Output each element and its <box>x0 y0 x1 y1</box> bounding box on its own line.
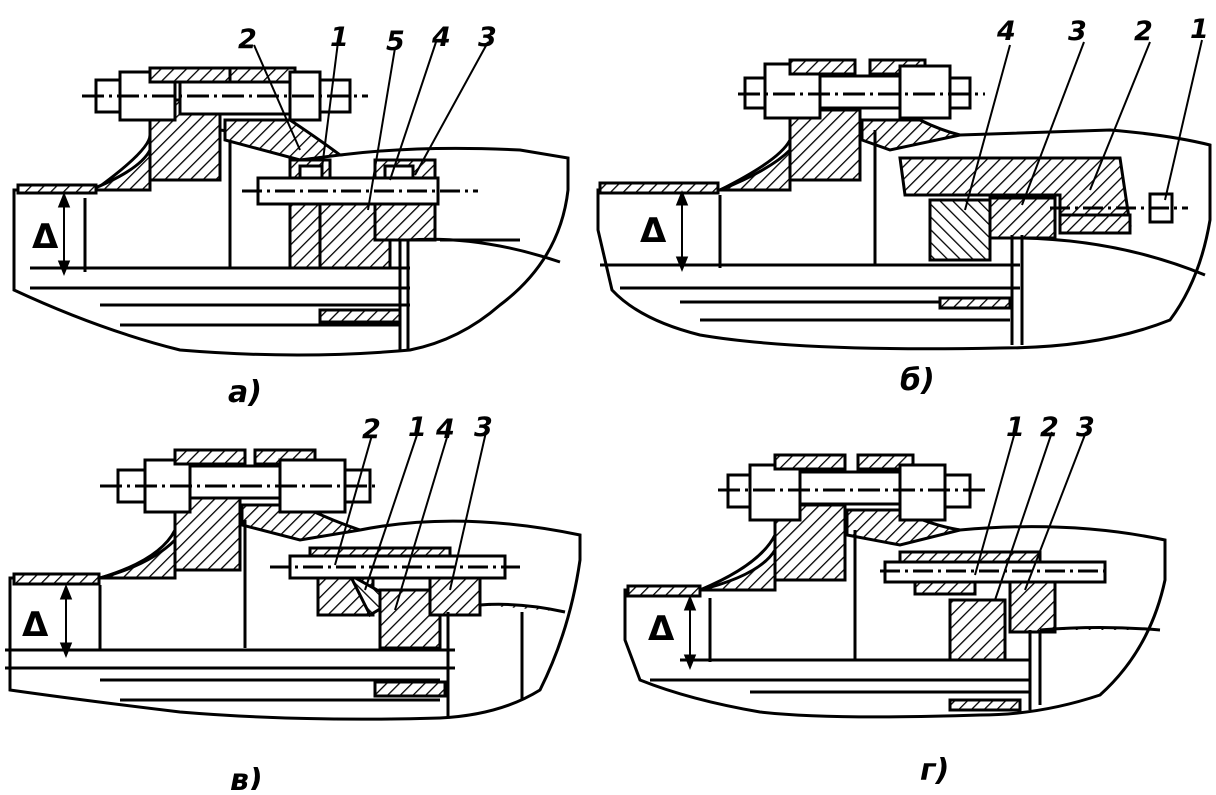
label-v-4: 3 <box>474 412 493 443</box>
panel-a <box>12 41 570 357</box>
label-a-5: 3 <box>478 22 497 53</box>
label-v-1: 2 <box>362 414 381 445</box>
panel-b-labels: 4 3 2 1 Δ б) <box>640 14 1209 398</box>
delta-a: Δ <box>32 217 59 257</box>
panel-b <box>596 39 1212 351</box>
label-g-2: 2 <box>1040 412 1059 443</box>
label-g-1: 1 <box>1006 412 1025 443</box>
panel-v <box>5 431 582 721</box>
label-v-3: 4 <box>435 414 455 445</box>
caption-a: а) <box>228 375 262 410</box>
caption-b: б) <box>900 363 935 398</box>
label-b-1: 4 <box>996 16 1016 47</box>
label-b-4: 1 <box>1190 14 1209 45</box>
label-b-3: 2 <box>1134 16 1153 47</box>
label-a-2: 1 <box>330 22 349 53</box>
label-g-3: 3 <box>1076 412 1095 443</box>
caption-v: в) <box>230 763 263 790</box>
delta-b: Δ <box>640 211 667 251</box>
label-a-3: 5 <box>386 26 405 57</box>
label-a-4: 4 <box>431 22 451 53</box>
panel-g-labels: 1 2 3 Δ г) <box>648 412 1095 788</box>
label-v-2: 1 <box>408 412 427 443</box>
label-b-2: 3 <box>1068 16 1087 47</box>
label-a-1: 2 <box>238 24 257 55</box>
delta-v: Δ <box>22 605 49 645</box>
panel-a-labels: 2 1 5 4 3 Δ а) <box>32 22 497 410</box>
delta-g: Δ <box>648 609 675 649</box>
caption-g: г) <box>920 753 949 788</box>
panel-g <box>623 431 1167 719</box>
